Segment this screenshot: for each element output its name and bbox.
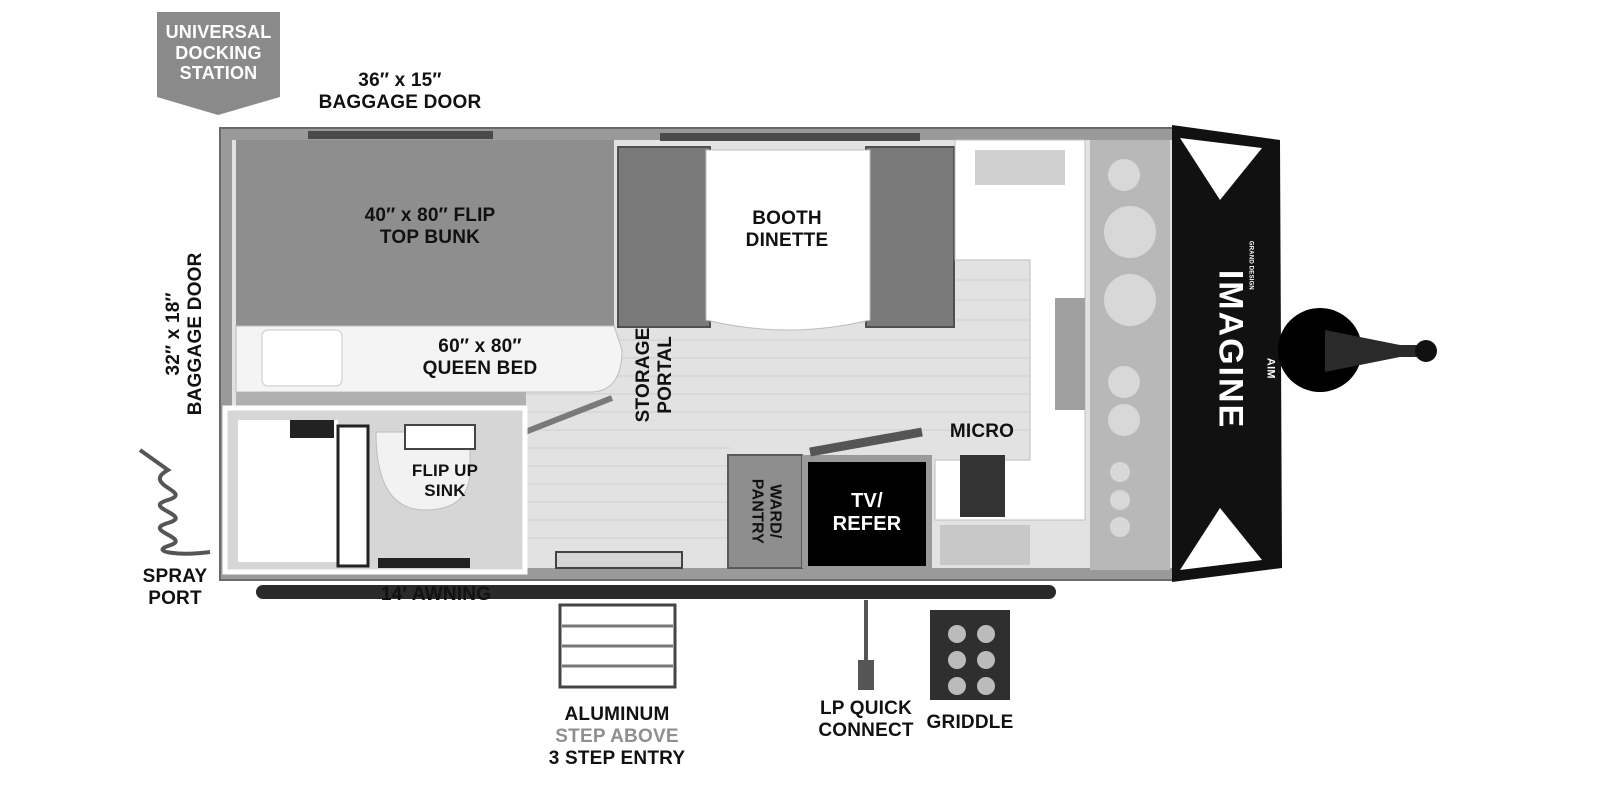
dinette-table xyxy=(705,149,871,331)
awning-label: 14′ AWNING xyxy=(380,584,492,605)
tv-panel xyxy=(809,427,923,457)
shower xyxy=(238,420,338,562)
entry-floor-mark xyxy=(555,551,683,569)
entry-label: ALUMINUM STEP ABOVE 3 STEP ENTRY xyxy=(548,704,686,769)
front-storage xyxy=(1090,140,1170,570)
front-cap-stripe xyxy=(1180,508,1262,570)
front-storage-circle xyxy=(1110,490,1130,510)
griddle-burner xyxy=(977,651,995,669)
griddle-burner xyxy=(948,677,966,695)
sink-cabinet xyxy=(975,150,1065,185)
bathroom-floor-mark xyxy=(378,558,470,568)
brand-model: AIM xyxy=(1264,357,1277,379)
queen-bed-label: 60″ x 80″ QUEEN BED xyxy=(422,336,538,379)
micro-label: MICRO xyxy=(949,421,1015,442)
cooktop xyxy=(960,455,1005,517)
tv-refer xyxy=(808,462,926,566)
shower-door xyxy=(336,424,370,568)
baggage-door-top-label: 36″ x 15″ BAGGAGE DOOR xyxy=(318,70,482,113)
baggage-door-side-label: 32″ x 18″ BAGGAGE DOOR xyxy=(163,252,206,416)
awning xyxy=(256,585,1056,599)
front-storage-circle xyxy=(1110,517,1130,537)
kitchen-sink xyxy=(1055,298,1085,410)
lp-connector xyxy=(858,660,874,690)
bed-foot-shelf xyxy=(236,392,526,408)
shower-fixture xyxy=(290,420,334,438)
docking-station-label: UNIVERSAL DOCKING STATION xyxy=(165,22,272,84)
lp-quick-connect-label: LP QUICK CONNECT xyxy=(818,698,914,741)
front-cap-stripe xyxy=(1180,138,1262,200)
spray-port-hose xyxy=(138,448,211,556)
storage-portal-label: STORAGE PORTAL xyxy=(633,327,676,423)
front-storage-circle xyxy=(1104,274,1156,326)
flip-top-bunk xyxy=(236,140,614,326)
front-storage-circle xyxy=(1108,366,1140,398)
baggage-door-top-mark xyxy=(308,131,493,139)
storage-portal-door xyxy=(518,395,614,437)
galley-storage xyxy=(940,525,1030,565)
griddle-burner xyxy=(948,651,966,669)
griddle-burner xyxy=(977,677,995,695)
spray-port-label: SPRAY PORT xyxy=(142,566,208,609)
front-storage-circle xyxy=(1108,159,1140,191)
flip-top-bunk-label: 40″ x 80″ FLIP TOP BUNK xyxy=(364,205,496,248)
toilet xyxy=(375,431,471,511)
galley-counter xyxy=(934,139,1086,521)
griddle-unit xyxy=(930,610,1010,700)
nightstand xyxy=(261,329,343,387)
dinette-seat-right xyxy=(865,146,955,328)
brand-name: IMAGINE xyxy=(1211,269,1250,430)
griddle-burner xyxy=(948,625,966,643)
booth-dinette-label: BOOTH DINETTE xyxy=(745,208,829,251)
dinette-window-mark xyxy=(660,133,920,141)
tv-refer-label: TV/ REFER xyxy=(832,490,902,535)
front-cap xyxy=(1172,125,1282,582)
hitch-tongue xyxy=(1325,330,1425,372)
flip-up-sink-label: FLIP UP SINK xyxy=(411,461,479,500)
griddle-burner xyxy=(977,625,995,643)
griddle-label: GRIDDLE xyxy=(926,712,1014,733)
front-storage-circle xyxy=(1110,462,1130,482)
spare-tire xyxy=(1278,308,1362,392)
hitch-coupler xyxy=(1415,340,1437,362)
flip-up-sink-basin xyxy=(404,424,476,450)
front-storage-circle xyxy=(1104,206,1156,258)
ward-pantry-label: WARD/ PANTRY xyxy=(748,478,784,544)
brand-maker: GRAND DESIGN xyxy=(1247,240,1254,290)
front-storage-circle xyxy=(1108,404,1140,436)
docking-station-badge xyxy=(157,12,280,115)
dinette-seat-left xyxy=(617,146,711,328)
